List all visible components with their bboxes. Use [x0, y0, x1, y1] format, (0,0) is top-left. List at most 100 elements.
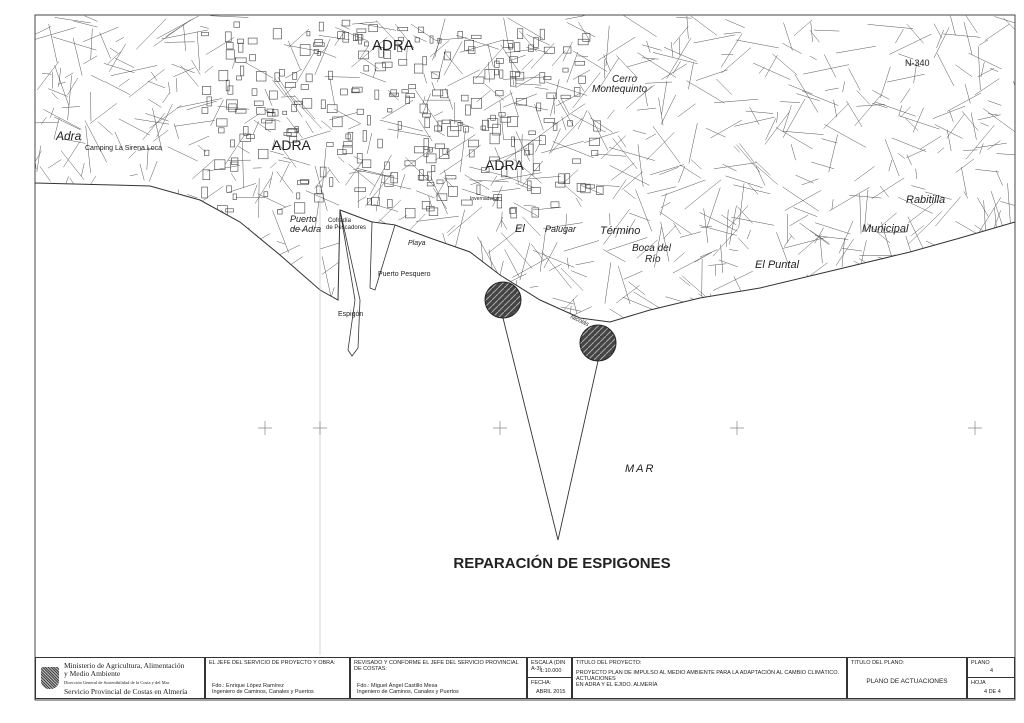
street-line [659, 211, 692, 235]
street-line [660, 193, 667, 216]
street-line [919, 272, 944, 298]
street-line [713, 271, 753, 291]
street-line [911, 225, 924, 236]
street-line [91, 231, 123, 245]
building [499, 117, 512, 123]
building [218, 127, 225, 134]
building [426, 206, 435, 212]
place-label: Río [645, 254, 661, 265]
street-line [669, 305, 681, 322]
street-line [405, 157, 435, 187]
building [206, 96, 212, 107]
street-line [854, 166, 875, 182]
building [364, 41, 369, 47]
street-line [314, 200, 320, 229]
street-line [85, 125, 91, 174]
building [423, 138, 429, 150]
street-line [351, 36, 388, 68]
caption: EL JEFE DEL SERVICIO DE PROYECTO Y OBRA: [209, 660, 336, 666]
provincial-service: Servicio Provincial de Costas en Almería [64, 687, 188, 696]
street-line [637, 84, 655, 99]
street-line [67, 235, 94, 253]
building [573, 87, 581, 97]
street-line [149, 105, 182, 129]
street-line [983, 282, 996, 294]
street-line [616, 285, 640, 304]
street-line [145, 259, 149, 272]
place-label: Invernaderos [470, 196, 500, 202]
street-line [881, 291, 905, 312]
street-line [906, 148, 926, 159]
street-line [248, 227, 263, 265]
street-line [535, 144, 540, 153]
street-line [319, 45, 329, 55]
street-line [723, 31, 741, 35]
street-line [520, 134, 523, 182]
street-line [254, 177, 272, 204]
street-line [566, 22, 596, 38]
street-line [50, 292, 72, 310]
street-line [35, 161, 37, 170]
street-line [678, 103, 696, 117]
street-line [202, 259, 228, 285]
street-line [650, 164, 684, 176]
street-line [603, 209, 630, 245]
street-line [811, 161, 834, 169]
street-line [645, 133, 657, 140]
street-line [721, 53, 734, 56]
street-line [790, 144, 796, 161]
building [417, 175, 429, 181]
street-line [104, 63, 135, 73]
building [345, 133, 351, 140]
building [201, 186, 208, 199]
street-line [176, 98, 223, 108]
building [489, 156, 500, 162]
street-line [899, 115, 940, 130]
building [468, 139, 479, 148]
street-line [141, 287, 152, 317]
street-line [314, 38, 331, 76]
street-line [783, 22, 793, 51]
building [463, 125, 469, 133]
building [363, 65, 370, 72]
street-line [672, 26, 689, 45]
street-line [954, 303, 999, 321]
street-line [975, 169, 999, 173]
street-line [680, 301, 714, 313]
street-line [264, 88, 273, 106]
street-line [632, 130, 647, 135]
street-line [353, 156, 362, 161]
building [426, 182, 435, 187]
street-line [725, 175, 763, 189]
street-line [782, 186, 819, 212]
building [445, 175, 457, 180]
street-line [948, 305, 966, 316]
street-line [490, 175, 498, 186]
street-line [257, 193, 286, 208]
street-line [296, 52, 315, 83]
street-line [859, 193, 862, 234]
street-line [406, 257, 423, 262]
sheet-value: 4 DE 4 [984, 689, 1001, 695]
street-line [270, 162, 277, 169]
street-line [348, 164, 376, 187]
building [358, 34, 362, 45]
street-line [844, 266, 863, 288]
street-line [755, 161, 771, 176]
street-line [469, 166, 512, 178]
building [371, 197, 380, 206]
building [236, 75, 242, 81]
street-line [42, 72, 52, 75]
street-line [809, 55, 817, 61]
street-line [114, 57, 135, 68]
street-line [679, 231, 702, 238]
street-line [445, 257, 468, 288]
street-line [100, 240, 131, 252]
street-line [854, 95, 881, 127]
street-line [661, 63, 688, 80]
street-line [758, 66, 765, 74]
building [436, 193, 448, 201]
street-line [709, 293, 723, 320]
street-line [621, 171, 643, 191]
street-line [281, 281, 290, 288]
